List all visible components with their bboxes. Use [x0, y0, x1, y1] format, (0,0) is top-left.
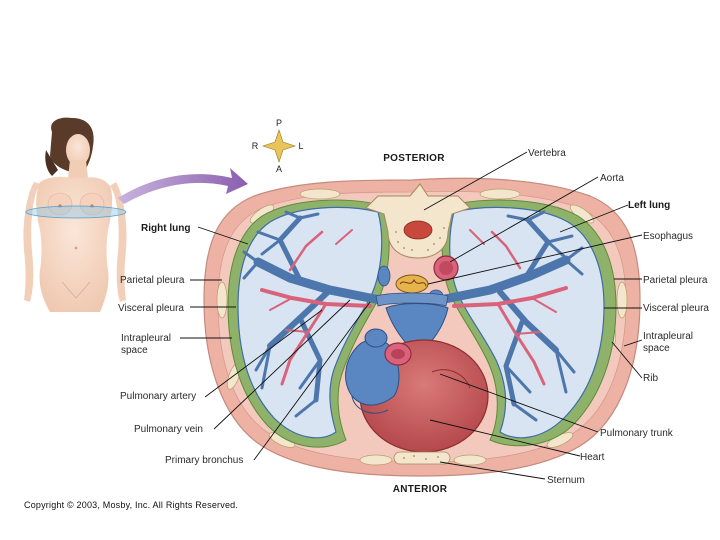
pulmonary-trunk [385, 303, 449, 355]
heart-label: Heart [580, 452, 605, 463]
esophagus-label: Esophagus [643, 231, 693, 242]
vertebra-label: Vertebra [528, 148, 566, 159]
copyright-notice: Copyright © 2003, Mosby, Inc. All Rights… [24, 500, 238, 510]
esophagus [395, 274, 429, 294]
compass-posterior: P [276, 118, 282, 128]
compass-right: R [252, 141, 259, 151]
anterior-label: ANTERIOR [393, 484, 448, 495]
intrapleural-space-left-label-2: space [643, 343, 670, 354]
sternum [393, 451, 451, 465]
parietal-pleura-left-label: Parietal pleura [643, 275, 708, 286]
pulmonary-artery-branches [260, 229, 568, 386]
intrapleural-space-left-label-1: Intrapleural [643, 331, 693, 342]
leader-lines [180, 151, 643, 480]
intrapleural-space-right-label-2: space [121, 345, 148, 356]
pulmonary-vein-label: Pulmonary vein [134, 424, 203, 435]
sternum-label: Sternum [547, 475, 585, 486]
thorax-section [203, 177, 641, 477]
compass-anterior: A [276, 164, 282, 174]
intrapleural-space-right-label-1: Intrapleural [121, 333, 171, 344]
ribs [216, 188, 628, 466]
pulmonary-trunk-label: Pulmonary trunk [600, 428, 674, 439]
visceral-pleura-left-label: Visceral pleura [643, 303, 709, 314]
parietal-pleura-right-label: Parietal pleura [120, 275, 185, 286]
posterior-label: POSTERIOR [383, 153, 445, 164]
rib-label: Rib [643, 373, 658, 384]
section-arrow [118, 168, 248, 204]
primary-bronchus-label: Primary bronchus [165, 455, 243, 466]
pulmonary-artery-label: Pulmonary artery [120, 391, 196, 402]
compass-left: L [298, 141, 303, 151]
compass-rose: P A R L [252, 118, 304, 174]
reference-figure [23, 117, 127, 312]
visceral-pleura-right-label: Visceral pleura [118, 303, 184, 314]
vertebra [365, 183, 471, 259]
left-lung-label: Left lung [628, 200, 670, 211]
aorta-label: Aorta [600, 173, 624, 184]
right-lung-label: Right lung [141, 223, 190, 234]
